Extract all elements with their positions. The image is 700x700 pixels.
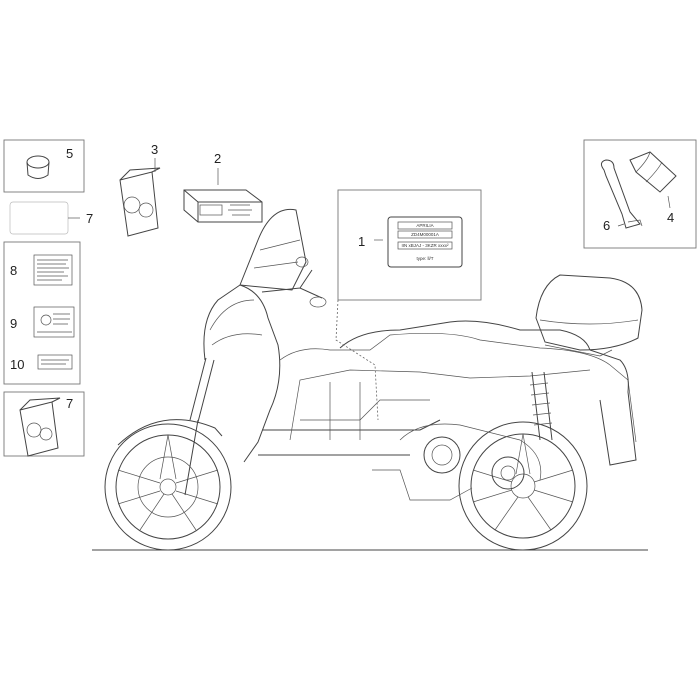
front-fork	[184, 357, 215, 496]
scooter-illustration	[104, 208, 643, 551]
rear-wheel	[458, 421, 588, 551]
parts-8-10-bounding-box	[3, 241, 81, 385]
part-5-bounding-box	[3, 139, 85, 193]
part-1-identification-plate: APRILIA ZD4M00001A IIN xBJAJ - 3KZR xxxx…	[335, 189, 482, 421]
front-shield	[203, 284, 281, 463]
callout-7-bottom: 7	[66, 396, 73, 411]
callout-5: 5	[66, 146, 73, 161]
callout-2: 2	[214, 151, 221, 166]
part-1-leader-line	[335, 299, 379, 421]
callout-3: 3	[151, 142, 158, 157]
part-1-bounding-box	[337, 189, 482, 301]
callout-10: 10	[10, 357, 24, 372]
parts-4-6-tools: 4 6	[583, 139, 697, 249]
callout-1: 1	[358, 234, 365, 249]
part-7-decal-card: 7	[9, 201, 93, 235]
callout-7-top: 7	[86, 211, 93, 226]
callout-9: 9	[10, 316, 17, 331]
part-3-document-pouch: 3	[119, 142, 161, 237]
engine	[372, 423, 542, 501]
seat	[339, 320, 591, 351]
callout-8: 8	[10, 263, 17, 278]
rack	[544, 344, 613, 357]
parts-4-6-bounding-box	[583, 139, 697, 249]
part-2-owner-manual: 2	[183, 151, 263, 223]
part-5-cap: 5	[3, 139, 85, 193]
plate-spec: IIN xBJAJ - 3KZR xxxx²	[401, 243, 449, 248]
rear-shock	[531, 371, 553, 441]
callout-4: 4	[667, 210, 674, 225]
part-7-document-pouch-kit: 7	[3, 391, 85, 457]
rear-body	[589, 349, 637, 466]
front-wheel	[104, 423, 232, 551]
plate-type: type: ll/T	[416, 256, 433, 261]
plate-brand: APRILIA	[416, 223, 433, 228]
top-case	[535, 274, 643, 351]
handlebar	[261, 269, 323, 299]
wire-tool	[600, 159, 641, 229]
front-fender	[117, 419, 223, 446]
tool-roll	[629, 151, 677, 193]
plate-code: ZD4M00001A	[411, 232, 439, 237]
part-7-bounding-box	[3, 391, 85, 457]
parts-8-10-labels: 8 9 10	[3, 241, 81, 385]
windshield	[239, 208, 307, 291]
callout-6: 6	[603, 218, 610, 233]
frame	[279, 333, 637, 443]
floorboard	[258, 419, 441, 456]
